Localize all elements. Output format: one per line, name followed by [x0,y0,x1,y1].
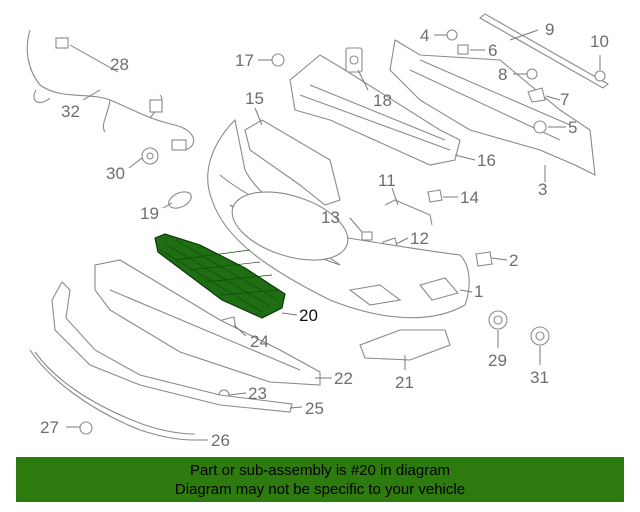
banner-line-2: Diagram may not be specific to your vehi… [174,481,466,498]
part-5-bolt[interactable] [533,120,547,134]
callout-11: 11 [378,171,396,190]
part-31-grommet[interactable] [530,326,550,346]
part-20-grille[interactable] [154,233,286,319]
callout-4: 4 [420,26,429,45]
part-7-clip[interactable] [527,87,546,103]
part-6-nut[interactable] [457,44,469,55]
callout-27: 27 [40,418,59,437]
callout-28: 28 [110,55,129,74]
callout-6: 6 [488,41,497,60]
callout-7: 7 [560,90,569,109]
part-4-screw[interactable] [446,29,458,41]
part-2-clip[interactable] [475,251,493,267]
callout-25: 25 [305,399,324,418]
callout-14: 14 [460,188,479,207]
part-18-bracket[interactable] [345,47,363,73]
callout-3: 3 [538,180,547,199]
callout-24: 24 [250,332,269,351]
callout-10: 10 [590,32,609,51]
callout-labels: 28 32 30 19 17 18 15 16 4 6 9 10 8 7 5 3… [40,20,609,450]
callout-16: 16 [477,151,496,170]
part-15-bracket[interactable] [244,119,341,206]
callout-26: 26 [211,431,230,450]
part-27-clip[interactable] [79,421,93,435]
part-26-strip[interactable] [29,349,196,441]
part-19-emblem[interactable] [166,189,194,212]
part-8-bolt[interactable] [526,68,538,80]
part-11-bracket[interactable] [384,199,433,226]
callout-31: 31 [530,368,549,387]
callout-13: 13 [321,208,340,227]
callout-12: 12 [410,229,429,248]
callout-8: 8 [498,65,507,84]
part-1-bumper-cover[interactable] [207,118,470,319]
callout-18: 18 [373,91,392,110]
callout-17: 17 [235,51,254,70]
callout-23: 23 [248,384,267,403]
callout-29: 29 [488,351,507,370]
part-10-plug[interactable] [594,70,606,82]
callout-1: 1 [474,282,483,301]
callout-30: 30 [106,164,125,183]
callout-9: 9 [545,20,554,39]
fasteners-group [446,29,606,134]
info-banner: Part or sub-assembly is #20 in diagram D… [16,457,624,502]
callout-32: 32 [61,102,80,121]
part-14-clip[interactable] [427,189,443,203]
part-16-reinforcement[interactable] [289,54,461,166]
parts-diagram: 28 32 30 19 17 18 15 16 4 6 9 10 8 7 5 3… [26,13,609,450]
callout-15: 15 [245,89,264,108]
part-21-fog-bezel[interactable] [359,329,451,361]
callout-22: 22 [334,369,353,388]
callout-21: 21 [395,373,414,392]
callout-2: 2 [509,251,518,270]
banner-line-1: Part or sub-assembly is #20 in diagram [189,462,451,479]
part-32-wiring-harness[interactable] [26,29,195,151]
part-17-bolt[interactable] [271,53,285,67]
leader-lines [66,29,601,441]
callout-19: 19 [140,204,159,223]
callout-5: 5 [568,118,577,137]
part-30-sensor[interactable] [141,147,159,165]
part-13-bolt[interactable] [361,231,373,241]
part-9-strip[interactable] [479,13,609,89]
part-29-sensor[interactable] [488,310,508,330]
callout-20: 20 [299,306,318,325]
